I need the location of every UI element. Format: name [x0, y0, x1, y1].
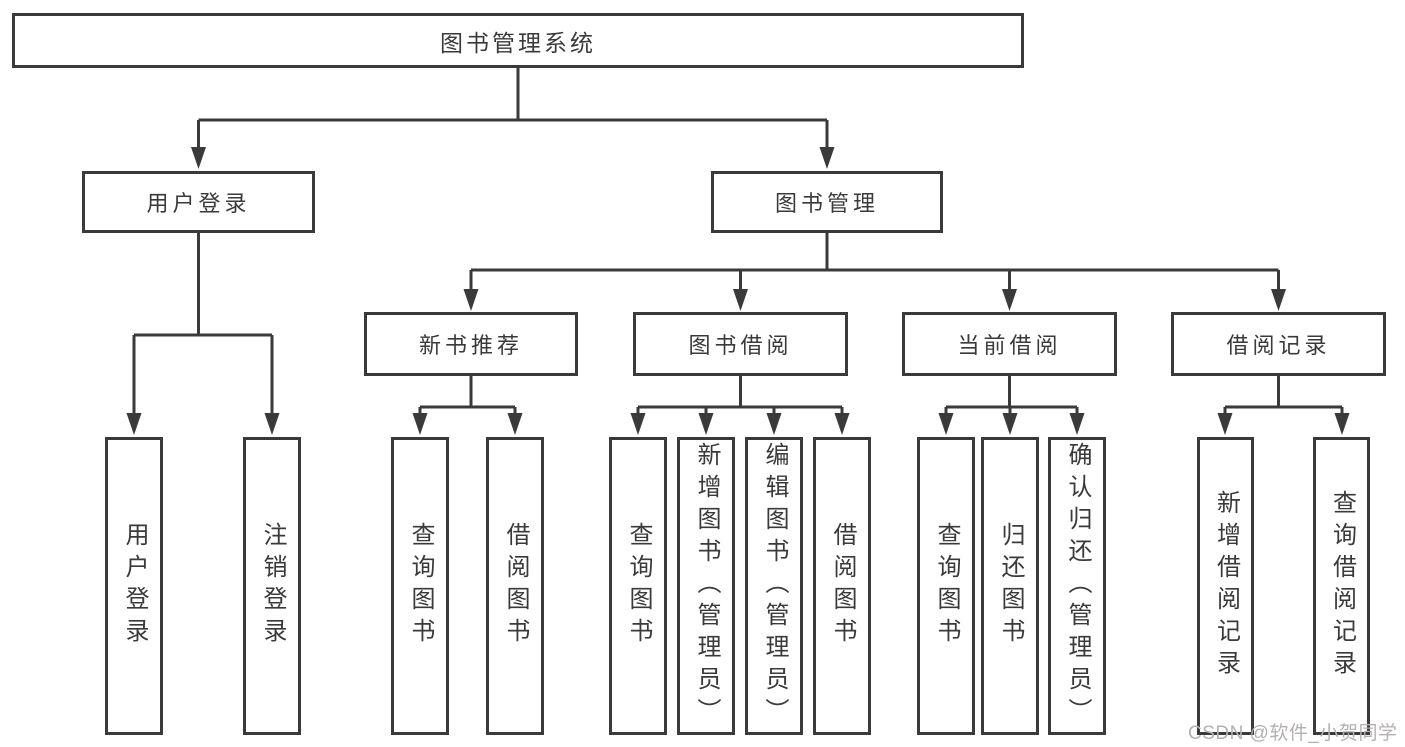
leaf-query-books-current: 查询图书 — [917, 437, 975, 735]
node-book-borrow: 图书借阅 — [633, 312, 848, 376]
leaf-add-borrow-record: 新增借阅记录 — [1197, 437, 1254, 735]
arrowhead-icons — [126, 147, 1350, 435]
leaf-label: 确认归还（管理员） — [1064, 442, 1091, 730]
leaf-label: 查询图书 — [407, 522, 434, 650]
leaf-borrow-books: 借阅图书 — [813, 437, 871, 735]
leaf-borrow-books-recommend: 借阅图书 — [486, 437, 544, 735]
leaf-add-books-admin: 新增图书（管理员） — [677, 437, 735, 735]
node-label: 用户登录 — [146, 191, 251, 216]
node-root-library-system: 图书管理系统 — [12, 13, 1024, 68]
node-current-borrow: 当前借阅 — [902, 312, 1117, 376]
leaf-label: 查询图书 — [933, 522, 960, 650]
node-user-login: 用户登录 — [82, 171, 315, 233]
leaf-label: 新增图书（管理员） — [693, 442, 720, 730]
node-label: 图书管理系统 — [440, 29, 596, 56]
node-label: 当前借阅 — [957, 333, 1062, 358]
leaf-query-borrow-record: 查询借阅记录 — [1313, 437, 1370, 735]
node-new-book-recommend: 新书推荐 — [364, 312, 578, 376]
leaf-label: 用户登录 — [121, 522, 148, 650]
leaf-label: 查询借阅记录 — [1328, 490, 1356, 682]
leaf-query-books-borrow: 查询图书 — [609, 437, 667, 735]
leaf-logout: 注销登录 — [243, 437, 301, 735]
leaf-query-books-recommend: 查询图书 — [391, 437, 449, 735]
leaf-edit-books-admin: 编辑图书（管理员） — [745, 437, 803, 735]
node-book-management: 图书管理 — [711, 171, 943, 233]
leaf-user-login: 用户登录 — [105, 437, 163, 735]
leaf-label: 借阅图书 — [502, 522, 529, 650]
leaf-label: 查询图书 — [625, 522, 652, 650]
leaf-return-books: 归还图书 — [981, 437, 1039, 735]
node-label: 新书推荐 — [418, 333, 523, 358]
node-label: 借阅记录 — [1226, 333, 1331, 358]
leaf-label: 借阅图书 — [829, 522, 856, 650]
leaf-label: 归还图书 — [997, 522, 1024, 650]
leaf-label: 编辑图书（管理员） — [761, 442, 788, 730]
watermark: CSDN @软件_小贺同学 — [1188, 723, 1398, 744]
node-borrow-record: 借阅记录 — [1171, 312, 1386, 376]
node-label: 图书借阅 — [688, 333, 793, 358]
connector-path — [132, 68, 1344, 417]
leaf-label: 注销登录 — [259, 522, 286, 650]
node-label: 图书管理 — [774, 191, 879, 216]
leaf-label: 新增借阅记录 — [1212, 490, 1240, 682]
leaf-confirm-return-admin: 确认归还（管理员） — [1048, 437, 1106, 735]
